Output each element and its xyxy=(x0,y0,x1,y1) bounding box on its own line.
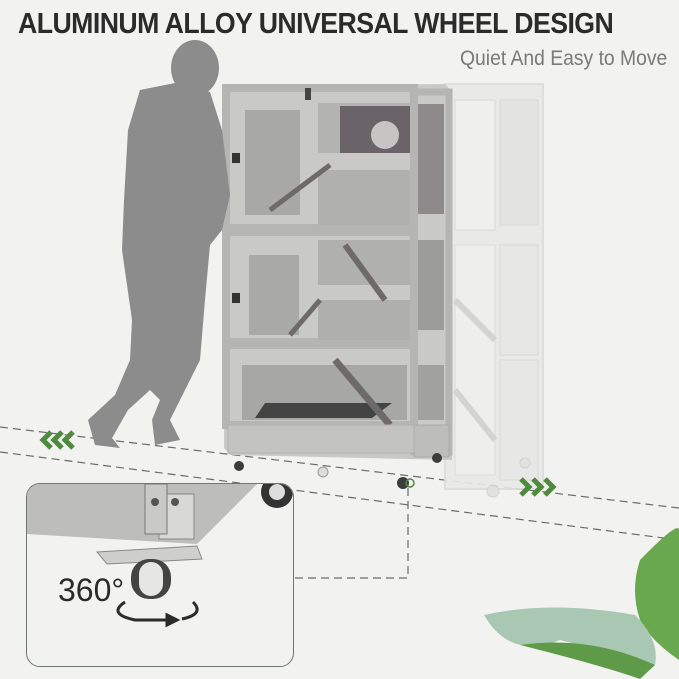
subheadline: Quiet And Easy to Move xyxy=(459,47,667,70)
rotate-arrow-icon xyxy=(116,600,199,628)
headline: ALUMINUM ALLOY UNIVERSAL WHEEL DESIGN xyxy=(18,8,614,40)
left-direction-arrows xyxy=(39,430,75,450)
rotation-label: 360° xyxy=(58,572,125,608)
caster-wheels xyxy=(234,453,442,489)
right-direction-arrows xyxy=(519,477,557,497)
cage-main-image xyxy=(222,84,453,489)
person-silhouette xyxy=(88,40,230,448)
cage-ghost-image xyxy=(444,83,544,498)
caster-closeup xyxy=(27,484,293,628)
plant-leaves xyxy=(484,528,679,679)
floor-guide-lines xyxy=(0,426,679,579)
wheel-detail-inset xyxy=(26,483,294,667)
